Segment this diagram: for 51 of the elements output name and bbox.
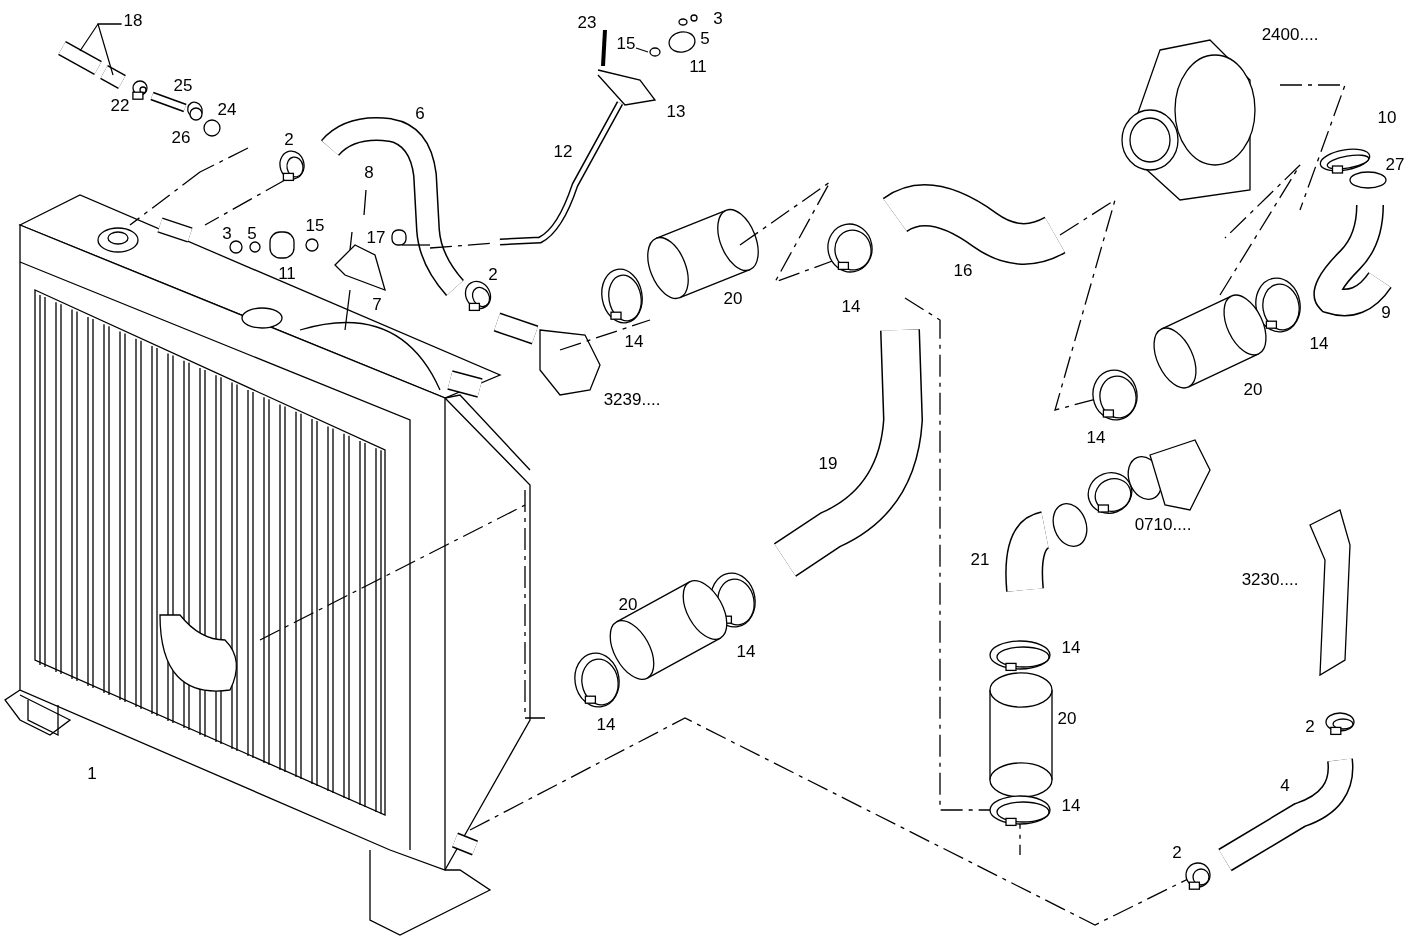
callout-number: 15 xyxy=(305,216,325,234)
callout-number: 14 xyxy=(1086,428,1106,446)
pipe-section xyxy=(100,65,126,89)
callout-number: 25 xyxy=(173,76,193,94)
callout-number: 20 xyxy=(1243,380,1263,398)
callout-number: 10 xyxy=(1377,108,1397,126)
callout-number: 12 xyxy=(553,142,573,160)
pipe-section xyxy=(58,41,102,75)
callout-number: 14 xyxy=(736,642,756,660)
callout-number: 14 xyxy=(1061,638,1081,656)
callout-number: 7 xyxy=(372,295,382,313)
callout-number: 2400.... xyxy=(1261,25,1319,43)
callout-number: 8 xyxy=(364,163,374,181)
callout-number: 14 xyxy=(1309,334,1329,352)
callout-number: 18 xyxy=(123,11,143,29)
callout-number: 2 xyxy=(488,265,498,283)
callout-number: 13 xyxy=(666,102,686,120)
callout-number: 17 xyxy=(366,228,386,246)
callout-number: 2 xyxy=(1172,843,1182,861)
callout-number: 19 xyxy=(818,454,838,472)
callout-number: 2 xyxy=(1305,717,1315,735)
callout-number: 23 xyxy=(577,13,597,31)
callout-number: 3239.... xyxy=(603,390,661,408)
callout-number: 15 xyxy=(616,34,636,52)
callout-number: 16 xyxy=(953,261,973,279)
callout-number: 3 xyxy=(222,224,232,242)
callout-number: 5 xyxy=(247,224,257,242)
callout-number: 20 xyxy=(1057,709,1077,727)
callout-number: 0710.... xyxy=(1134,515,1192,533)
callout-number: 5 xyxy=(700,29,710,47)
callout-number: 14 xyxy=(596,715,616,733)
callout-number: 2 xyxy=(284,130,294,148)
callout-number: 9 xyxy=(1381,303,1391,321)
callout-number: 11 xyxy=(278,264,296,282)
callout-number: 20 xyxy=(618,595,638,613)
callout-number: 4 xyxy=(1280,776,1290,794)
callout-number: 24 xyxy=(217,100,237,118)
callout-number: 27 xyxy=(1385,155,1405,173)
callout-number: 20 xyxy=(723,289,743,307)
callout-number: 6 xyxy=(415,104,425,122)
callout-number: 11 xyxy=(689,57,707,75)
callout-number: 21 xyxy=(970,550,990,568)
callout-number: 14 xyxy=(1061,796,1081,814)
callout-number: 14 xyxy=(841,297,861,315)
leader-line xyxy=(97,23,123,76)
callout-number: 22 xyxy=(110,96,130,114)
callout-number: 3230.... xyxy=(1241,570,1299,588)
callout-number: 1 xyxy=(87,764,97,782)
callout-number: 3 xyxy=(713,9,723,27)
callout-number: 14 xyxy=(624,332,644,350)
callout-number: 26 xyxy=(171,128,191,146)
